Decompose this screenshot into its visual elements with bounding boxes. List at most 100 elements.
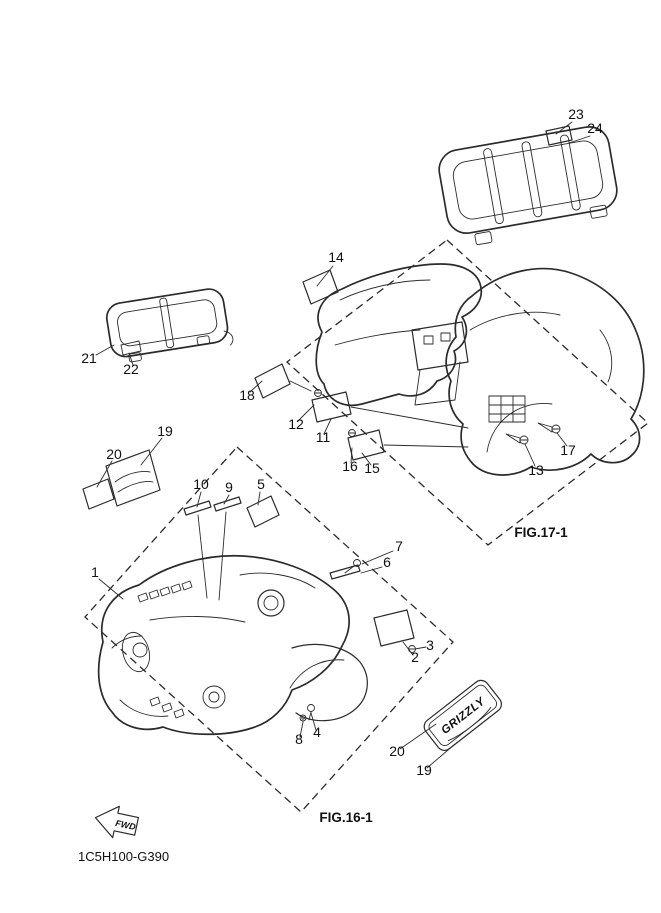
lower-vent-slot	[173, 708, 185, 719]
rear-fender-rear-half	[445, 267, 645, 476]
leader-line	[402, 641, 414, 656]
leader-line	[96, 460, 113, 488]
callout-21: 21	[81, 350, 97, 366]
leader-line	[310, 712, 317, 731]
front-rack-foot	[128, 352, 142, 363]
grizzly-emblem-outer	[423, 679, 502, 751]
emblem-19-swoosh	[117, 481, 154, 493]
headlight-lens	[208, 691, 220, 703]
headlight-lens	[132, 642, 148, 658]
callout-10: 10	[193, 476, 209, 492]
leader-line	[568, 135, 591, 144]
battery-terminal	[423, 335, 434, 345]
strip-9	[213, 496, 242, 512]
emblem-5	[246, 495, 280, 528]
callout-13: 13	[528, 462, 544, 478]
leader-line	[297, 404, 315, 422]
emblem-19-swoosh	[114, 471, 151, 483]
callout-12: 12	[288, 416, 304, 432]
emblem-19	[105, 449, 161, 507]
part-code: 1C5H100-G390	[78, 849, 169, 864]
screw-4	[307, 704, 315, 712]
callout-20-top: 20	[106, 446, 122, 462]
strip-6	[329, 564, 361, 580]
front-fender-contour	[149, 616, 246, 623]
fig16-boundary	[84, 446, 454, 813]
callout-8: 8	[295, 731, 303, 747]
front-wheel-arch	[289, 659, 345, 689]
lower-vent-slot	[161, 702, 173, 713]
front-fender-assembly	[82, 449, 416, 736]
leader-line	[196, 491, 202, 508]
grille-slot	[137, 592, 149, 603]
leader-line	[140, 437, 163, 466]
fwd-arrow: FWD	[94, 805, 140, 839]
battery-tray	[411, 321, 469, 371]
grille-slot	[159, 586, 171, 597]
grille-slot	[181, 580, 193, 591]
fig17-label: FIG.17-1	[514, 525, 568, 540]
callout-19-top: 19	[157, 423, 173, 439]
connector-line	[383, 444, 469, 448]
leader-line	[556, 432, 568, 447]
front-fender-contour	[119, 699, 169, 717]
washer-8-hole	[301, 716, 305, 720]
vent-grid	[488, 395, 526, 423]
leader-line	[316, 265, 334, 287]
part-24-plate	[545, 125, 573, 146]
leader-line	[524, 443, 536, 467]
rear-rack-crossbar	[559, 134, 581, 211]
rear-rack-crossbar	[483, 148, 504, 225]
callout-3: 3	[426, 637, 434, 653]
rear-rack	[438, 126, 618, 246]
rear-fender-front-half	[315, 263, 483, 407]
rear-wheel-arch	[486, 403, 553, 453]
headlight-pod	[121, 631, 151, 673]
connector-line	[350, 406, 469, 429]
fwd-arrow-label: FWD	[115, 818, 138, 832]
leader-line	[426, 743, 456, 769]
part-22-tag	[120, 340, 142, 356]
plate-2	[373, 609, 415, 647]
rear-fender-assembly	[254, 263, 645, 476]
callout-16: 16	[342, 458, 358, 474]
callout-14: 14	[328, 249, 344, 265]
fuel-cap-inner	[263, 595, 279, 611]
tank-seam	[239, 572, 316, 589]
grizzly-emblem-underline	[447, 706, 492, 742]
grille-slot	[148, 589, 160, 600]
callouts: 23 24 14 21 22 18 12 11 16 15 13 17 19 2…	[81, 106, 603, 778]
callout-1: 1	[91, 564, 99, 580]
rear-rack-bracket	[474, 231, 493, 246]
rear-fender-contour	[334, 329, 421, 346]
callout-7: 7	[395, 538, 403, 554]
fig16-label: FIG.16-1	[319, 810, 373, 825]
tray-leg	[454, 361, 461, 401]
leader-line	[323, 418, 332, 435]
front-fender-contour	[111, 635, 143, 649]
leader-line	[95, 344, 115, 356]
rear-fender-scoop	[599, 329, 613, 383]
front-rack	[105, 288, 234, 363]
rear-rack-crossbar	[521, 141, 543, 218]
fwd-arrow-outline	[94, 805, 140, 839]
screw-7	[353, 559, 361, 567]
washer-8	[299, 714, 307, 722]
leader-line	[249, 380, 263, 393]
front-rack-hook	[223, 330, 234, 346]
battery-terminal	[440, 332, 451, 342]
headlight-pod	[202, 685, 226, 709]
leader-line	[555, 121, 573, 135]
rear-fender-contour	[339, 279, 431, 301]
plate-11	[311, 391, 352, 423]
leader-line	[299, 721, 304, 738]
rear-rack-bracket	[589, 204, 608, 219]
connector-line	[218, 511, 227, 601]
leader-lines	[95, 121, 591, 769]
front-fender-flap	[291, 643, 368, 722]
callout-11: 11	[316, 429, 331, 445]
lower-vent-slot	[149, 696, 161, 707]
callout-18: 18	[239, 387, 255, 403]
leader-line	[98, 578, 124, 600]
front-rack-inner-tube	[117, 299, 218, 347]
